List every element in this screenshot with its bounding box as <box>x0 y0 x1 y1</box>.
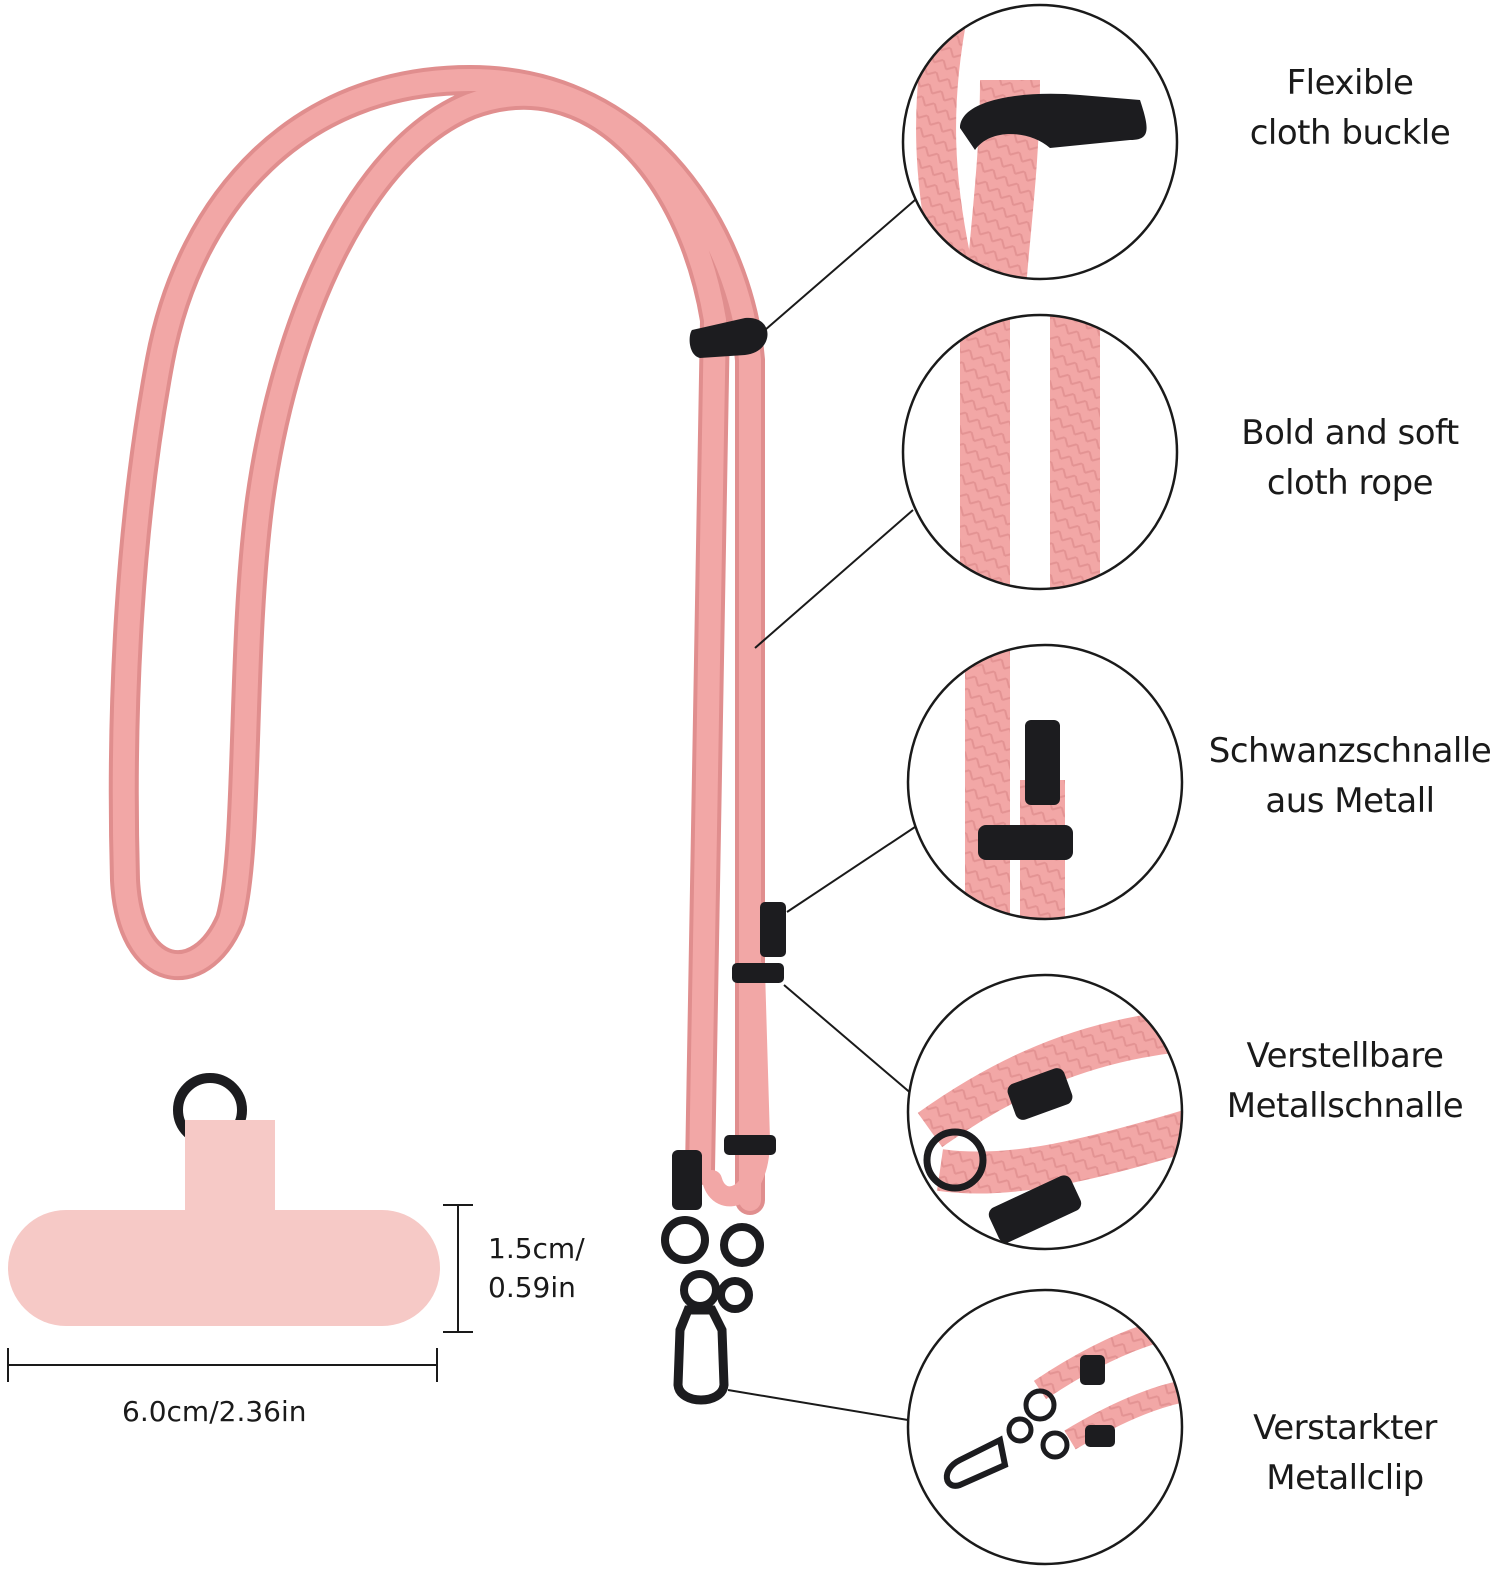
rope-hardware-icon <box>672 902 786 1210</box>
feature-label-adjustable-buckle: Verstellbare Metallschnalle <box>1185 1031 1500 1131</box>
patch-height-line2: 0.59in <box>488 1271 576 1304</box>
clip-hardware-icon <box>661 1216 764 1405</box>
feature-label-tail-buckle: Schwanzschnalle aus Metall <box>1190 726 1500 826</box>
dimension-lines <box>7 1204 473 1382</box>
detail-circle-metal-clip <box>906 1288 1184 1566</box>
patch-width-label: 6.0cm/2.36in <box>122 1395 307 1428</box>
detail-circle-cloth-buckle <box>901 3 1179 281</box>
feature-label-metal-clip: Verstarkter Metallclip <box>1185 1403 1500 1503</box>
feature-label-line1: Bold and soft <box>1241 413 1459 453</box>
feature-label-line2: aus Metall <box>1265 781 1435 821</box>
lanyard-rope <box>108 64 771 1215</box>
feature-label-line2: Metallschnalle <box>1226 1086 1464 1126</box>
detail-circle-cloth-rope <box>901 313 1179 591</box>
feature-label-line1: Verstarkter <box>1253 1408 1437 1448</box>
feature-label-line1: Verstellbare <box>1246 1036 1444 1076</box>
feature-label-cloth-buckle: Flexible cloth buckle <box>1190 58 1500 158</box>
feature-label-line2: cloth buckle <box>1249 113 1451 153</box>
leader-lines <box>727 199 916 1421</box>
patch-height-line1: 1.5cm/ <box>488 1232 585 1265</box>
detail-circle-tail-buckle <box>906 643 1184 921</box>
feature-label-cloth-rope: Bold and soft cloth rope <box>1190 408 1500 508</box>
detail-circle-adjustable-buckle <box>906 973 1184 1251</box>
rope-buckle-icon <box>689 317 768 358</box>
feature-label-line2: Metallclip <box>1266 1458 1424 1498</box>
patch-height-label: 1.5cm/ 0.59in <box>488 1232 585 1304</box>
feature-label-line1: Schwanzschnalle <box>1208 731 1492 771</box>
feature-label-line1: Flexible <box>1286 63 1414 103</box>
feature-label-line2: cloth rope <box>1266 463 1434 503</box>
phone-patch <box>8 1073 440 1326</box>
